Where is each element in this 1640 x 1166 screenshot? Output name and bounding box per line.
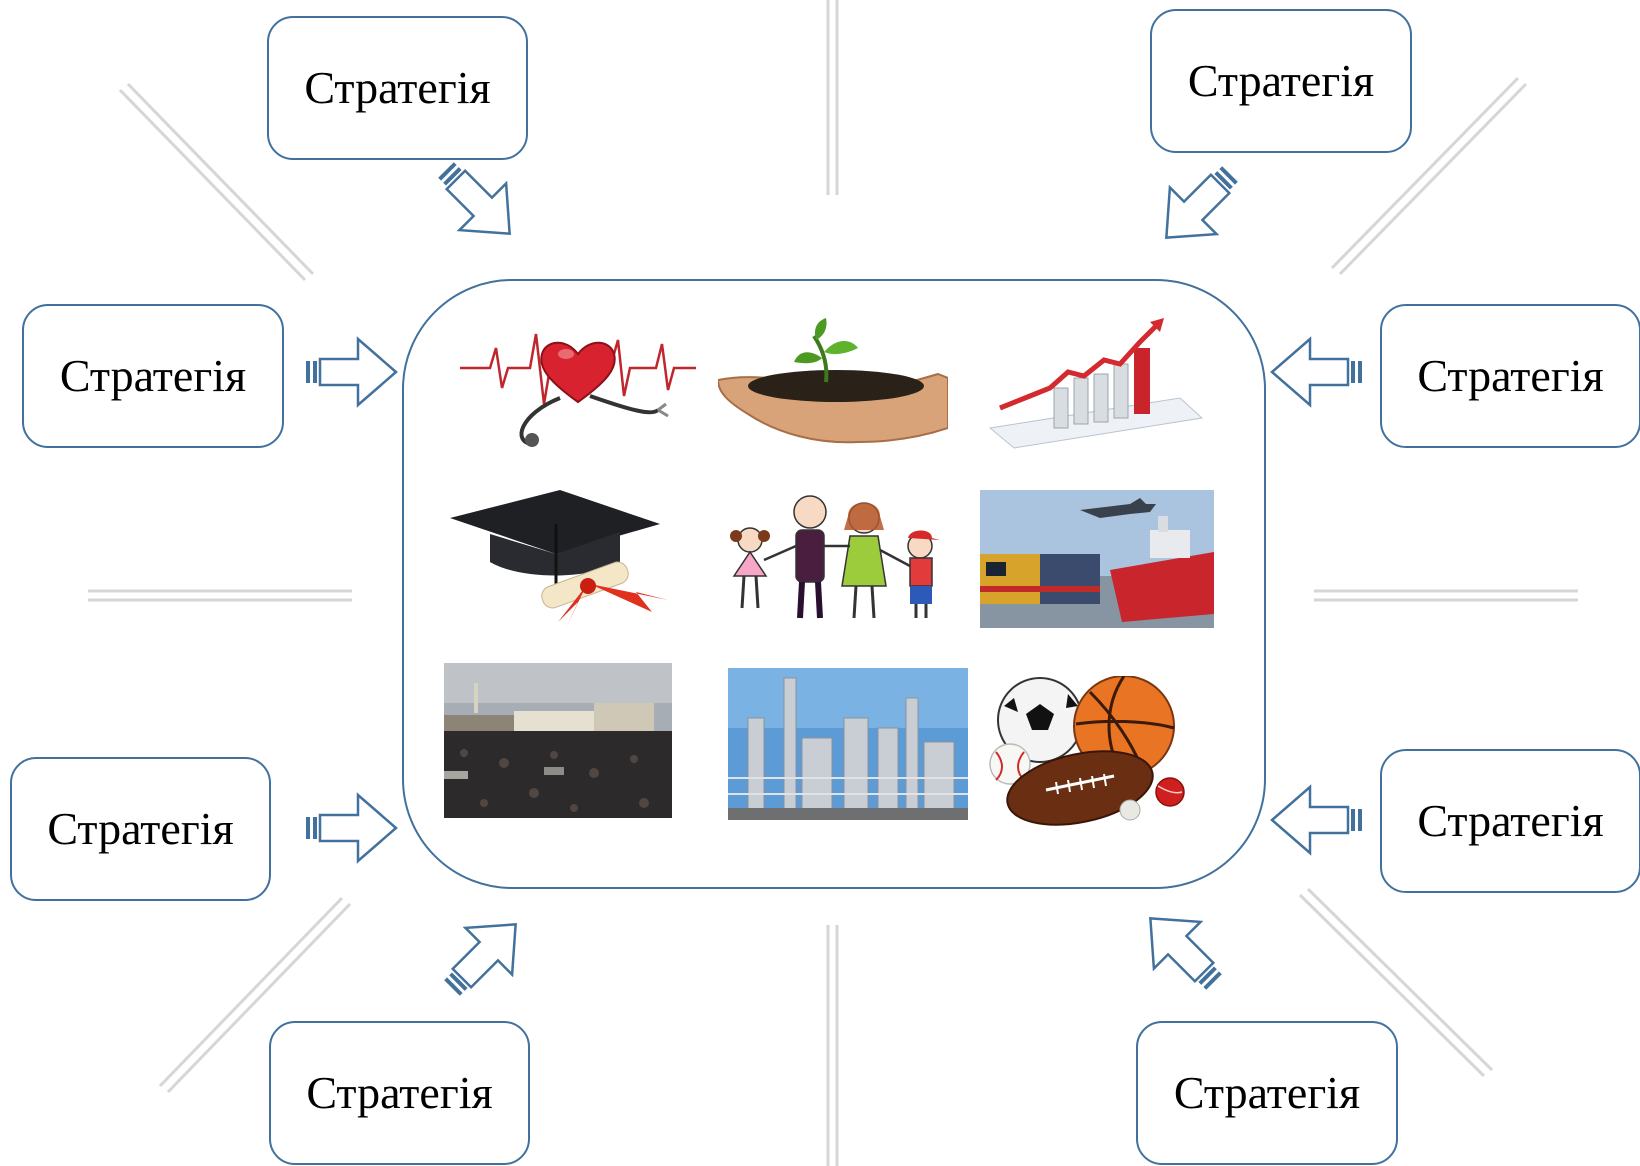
sports-balls-icon [984,676,1214,826]
arrow-down-left-icon [1141,149,1255,263]
crowd-square-photo [444,663,672,818]
family-icon [720,490,956,630]
strategy-box-mid-left-lower[interactable]: Стратегія [10,757,271,901]
strategy-label: Стратегія [306,1067,493,1118]
strategy-label: Стратегія [59,350,247,401]
arrow-right-icon [304,793,398,863]
strategy-label: Стратегія [1187,55,1375,106]
strategy-box-mid-right-upper[interactable]: Стратегія [1380,304,1640,448]
graduation-cap-diploma-icon [440,488,672,628]
heartbeat-stethoscope-icon [460,324,696,452]
strategy-label: Стратегія [1417,795,1604,846]
strategy-label: Стратегія [47,803,234,854]
arrow-left-icon [1270,337,1364,407]
strategy-box-bottom-right[interactable]: Стратегія [1136,1021,1398,1165]
strategy-label: Стратегія [1173,1067,1361,1118]
strategy-box-top-right[interactable]: Стратегія [1150,9,1412,153]
strategy-label: Стратегія [1417,350,1604,401]
arrow-up-left-icon [1125,893,1239,1007]
arrow-left-icon [1270,785,1364,855]
strategy-box-bottom-left[interactable]: Стратегія [269,1021,530,1165]
industrial-plant-photo [728,668,968,820]
transport-train-ship-plane-icon [980,490,1214,628]
arrow-down-right-icon [421,145,535,259]
arrow-up-right-icon [427,899,541,1013]
arrow-right-icon [304,337,398,407]
strategy-box-mid-left-upper[interactable]: Стратегія [22,304,284,448]
strategy-box-mid-right-lower[interactable]: Стратегія [1380,749,1640,893]
strategy-box-top-left[interactable]: Стратегія [267,16,528,160]
growth-chart-icon [980,318,1212,453]
sprout-in-hand-icon [718,318,948,453]
strategy-label: Стратегія [304,62,491,113]
